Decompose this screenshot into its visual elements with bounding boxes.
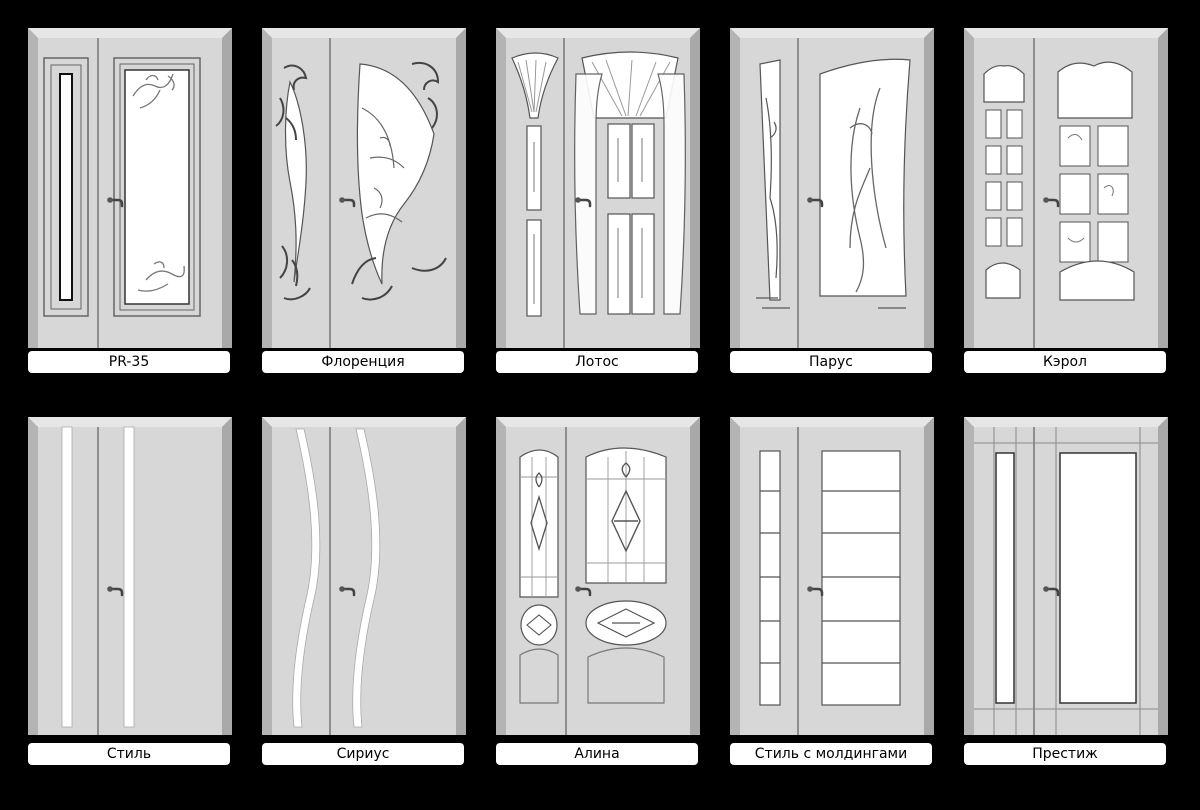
door-name-label: Престиж (964, 743, 1166, 765)
door-pr35-drawing (28, 28, 232, 348)
door-stil-moldings-drawing (730, 417, 934, 735)
door-name-label: Лотос (496, 351, 698, 373)
door-prestige-drawing (964, 417, 1168, 735)
door-name-label: Кэрол (964, 351, 1166, 373)
door-alina-drawing (496, 417, 700, 735)
door-lotos-drawing (496, 28, 700, 348)
door-stil-drawing (28, 417, 232, 735)
door-name-label: Парус (730, 351, 932, 373)
door-sirius-drawing (262, 417, 466, 735)
door-name-label: Стиль с молдингами (730, 743, 932, 765)
door-florence-drawing (262, 28, 466, 348)
door-name-label: Алина (496, 743, 698, 765)
door-parus-drawing (730, 28, 934, 348)
door-name-label: Сириус (262, 743, 464, 765)
door-name-label: Флоренция (262, 351, 464, 373)
door-name-label: Стиль (28, 743, 230, 765)
door-kerol-drawing (964, 28, 1168, 348)
door-name-label: PR-35 (28, 351, 230, 373)
